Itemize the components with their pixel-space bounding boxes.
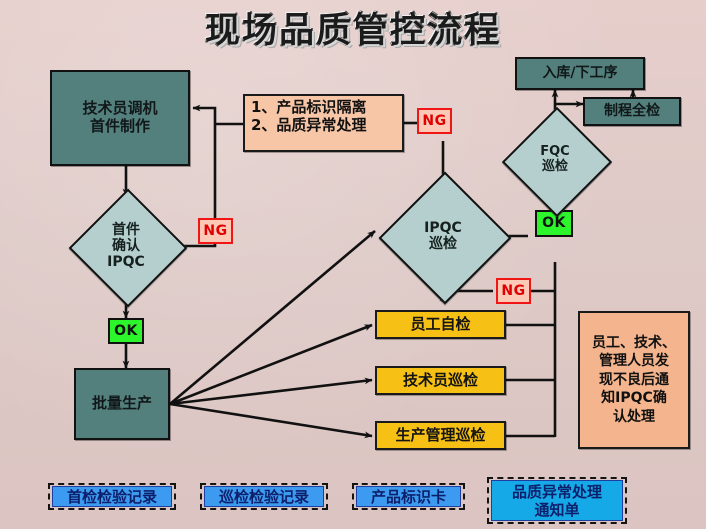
- notify-line5: 认处理: [613, 408, 655, 425]
- tag-ng-top[interactable]: NG: [417, 108, 452, 134]
- edge-ngleft-to-setup: [192, 104, 217, 218]
- fqc-patrol-label: FQC 巡检: [518, 123, 592, 197]
- ipqc-line2: 巡检: [429, 236, 457, 252]
- notify-line3: 现不良后通: [599, 371, 669, 388]
- page-title: 现场品质管控流程: [204, 11, 501, 51]
- record-patrol-inspection[interactable]: 巡检检验记录: [200, 483, 328, 510]
- node-first-article-check[interactable]: 首件 确认 IPQC: [68, 188, 188, 308]
- tag-ng-mid[interactable]: NG: [496, 278, 531, 304]
- notify-line4: 知IPQC确: [601, 390, 667, 407]
- record-first-inspection-label: 首检检验记录: [52, 486, 172, 507]
- notice-line2: 通知单: [534, 500, 580, 519]
- node-ipqc-patrol[interactable]: IPQC 巡检: [378, 171, 512, 305]
- tag-ng-left[interactable]: NG: [198, 218, 233, 244]
- ipqc-patrol-label: IPQC 巡检: [398, 191, 488, 281]
- note-actions-line2: 2、品质异常处理: [251, 115, 367, 134]
- notify-line2: 管理人员发: [599, 353, 669, 370]
- fac-line3: IPQC: [107, 254, 145, 271]
- fac-line2: 确认: [112, 237, 140, 254]
- record-first-inspection[interactable]: 首检检验记录: [48, 483, 176, 510]
- notify-line1: 员工、技术、: [592, 334, 676, 351]
- notice-line1: 品质异常处理: [511, 482, 602, 501]
- node-note-actions[interactable]: 1、产品标识隔离 2、品质异常处理: [243, 94, 404, 152]
- edge-mass-to-selfcheck: [169, 323, 373, 406]
- node-fqc-patrol[interactable]: FQC 巡检: [501, 106, 613, 218]
- node-full-inspection[interactable]: 制程全检: [583, 97, 681, 126]
- ipqc-line1: IPQC: [424, 219, 462, 236]
- node-warehouse-next[interactable]: 入库/下工序: [515, 57, 645, 90]
- fqc-line1: FQC: [540, 144, 570, 160]
- first-article-check-label: 首件 确认 IPQC: [86, 206, 166, 286]
- record-product-id-card[interactable]: 产品标识卡: [352, 483, 465, 510]
- record-quality-abnormal-notice-label: 品质异常处理 通知单: [491, 480, 623, 521]
- node-mass-production[interactable]: 批量生产: [74, 368, 170, 440]
- edge-mass-to-prodmgmt: [169, 402, 373, 439]
- node-tech-patrol[interactable]: 技术员巡检: [375, 366, 506, 395]
- record-quality-abnormal-notice[interactable]: 品质异常处理 通知单: [487, 477, 627, 524]
- edge-mass-to-ipqc: [169, 230, 376, 405]
- node-tech-setup-line1: 技术员调机: [82, 99, 158, 118]
- note-actions-line1: 1、产品标识隔离: [251, 98, 367, 116]
- record-patrol-inspection-label: 巡检检验记录: [204, 486, 324, 507]
- tag-ok-right[interactable]: OK: [535, 210, 573, 237]
- edge-firstcheck-to-ngleft: [181, 244, 217, 248]
- edge-mass-to-techpatrol: [169, 377, 373, 406]
- node-tech-setup-line2: 首件制作: [89, 117, 150, 135]
- record-product-id-card-label: 产品标识卡: [356, 486, 461, 507]
- fac-line1: 首件: [112, 221, 140, 238]
- node-prod-mgmt-patrol[interactable]: 生产管理巡检: [375, 421, 506, 450]
- fqc-line2: 巡检: [541, 159, 568, 174]
- node-tech-setup[interactable]: 技术员调机 首件制作: [50, 70, 190, 166]
- node-self-check[interactable]: 员工自检: [375, 310, 506, 339]
- node-notify-note[interactable]: 员工、技术、 管理人员发 现不良后通 知IPQC确 认处理: [578, 311, 690, 449]
- tag-ok-left[interactable]: OK: [108, 318, 144, 344]
